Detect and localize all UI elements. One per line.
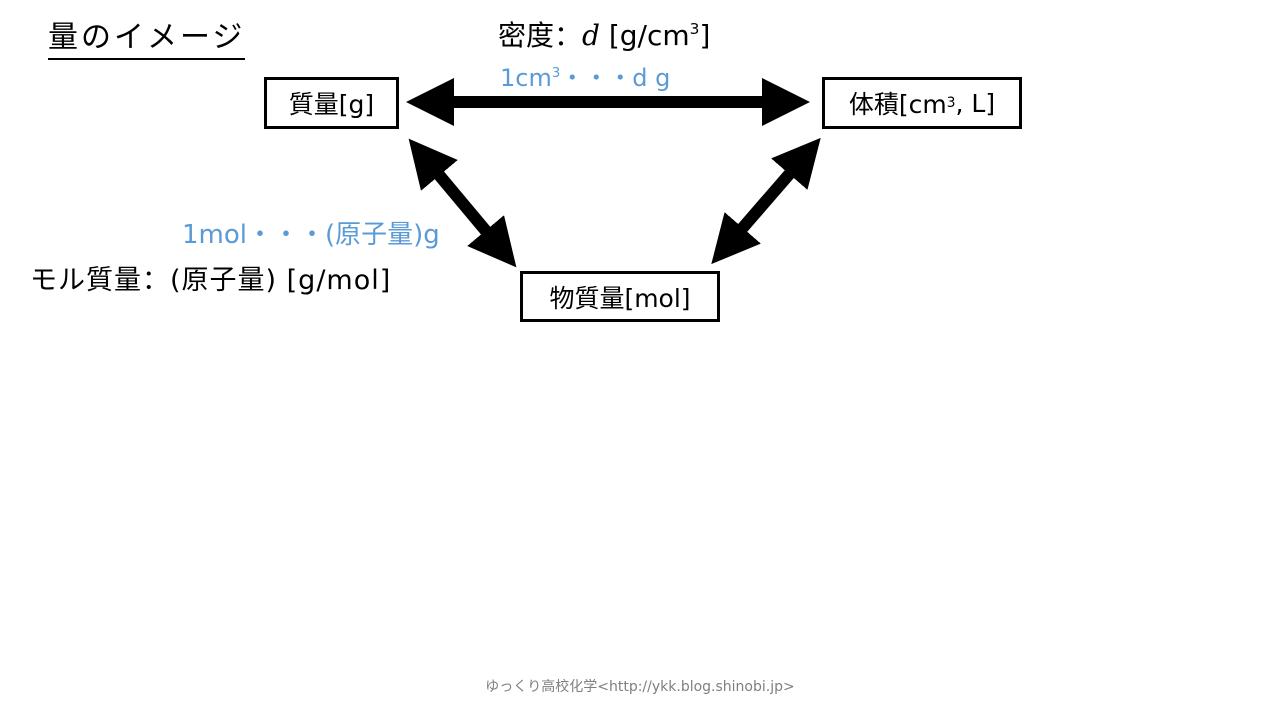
arrow-volume-moles xyxy=(711,137,821,265)
molar-mass-label: モル質量：(原子量) [g/mol] xyxy=(30,265,392,296)
footer-credit: ゆっくり高校化学<http://ykk.blog.shinobi.jp> xyxy=(485,679,795,695)
density-label: 密度：d [g/cm3] xyxy=(498,14,710,54)
molar-note: 1mol・・・(原子量)g xyxy=(182,220,440,250)
density-unit: [g/cm xyxy=(599,19,690,52)
mass-box: 質量[g] xyxy=(264,77,399,129)
density-note: 1cm3・・・d g xyxy=(500,58,670,93)
moles-box: 物質量[mol] xyxy=(520,271,720,322)
density-note-end: ・・・d g xyxy=(560,64,671,92)
volume-label-end: , L] xyxy=(955,88,996,118)
density-symbol: d xyxy=(582,19,600,52)
density-unit-end: ] xyxy=(699,19,711,52)
volume-label: 体積[cm xyxy=(848,90,947,119)
density-unit-exp: 3 xyxy=(689,20,700,39)
arrow-mass-moles xyxy=(408,138,517,268)
moles-label: 物質量[mol] xyxy=(549,283,691,313)
volume-exp: 3 xyxy=(946,95,956,111)
density-note-exp: 3 xyxy=(551,65,561,81)
mass-label: 質量[g] xyxy=(288,90,375,119)
density-note-text: 1cm xyxy=(500,64,552,92)
slide-title: 量のイメージ xyxy=(48,12,246,60)
density-text: 密度： xyxy=(498,19,583,52)
